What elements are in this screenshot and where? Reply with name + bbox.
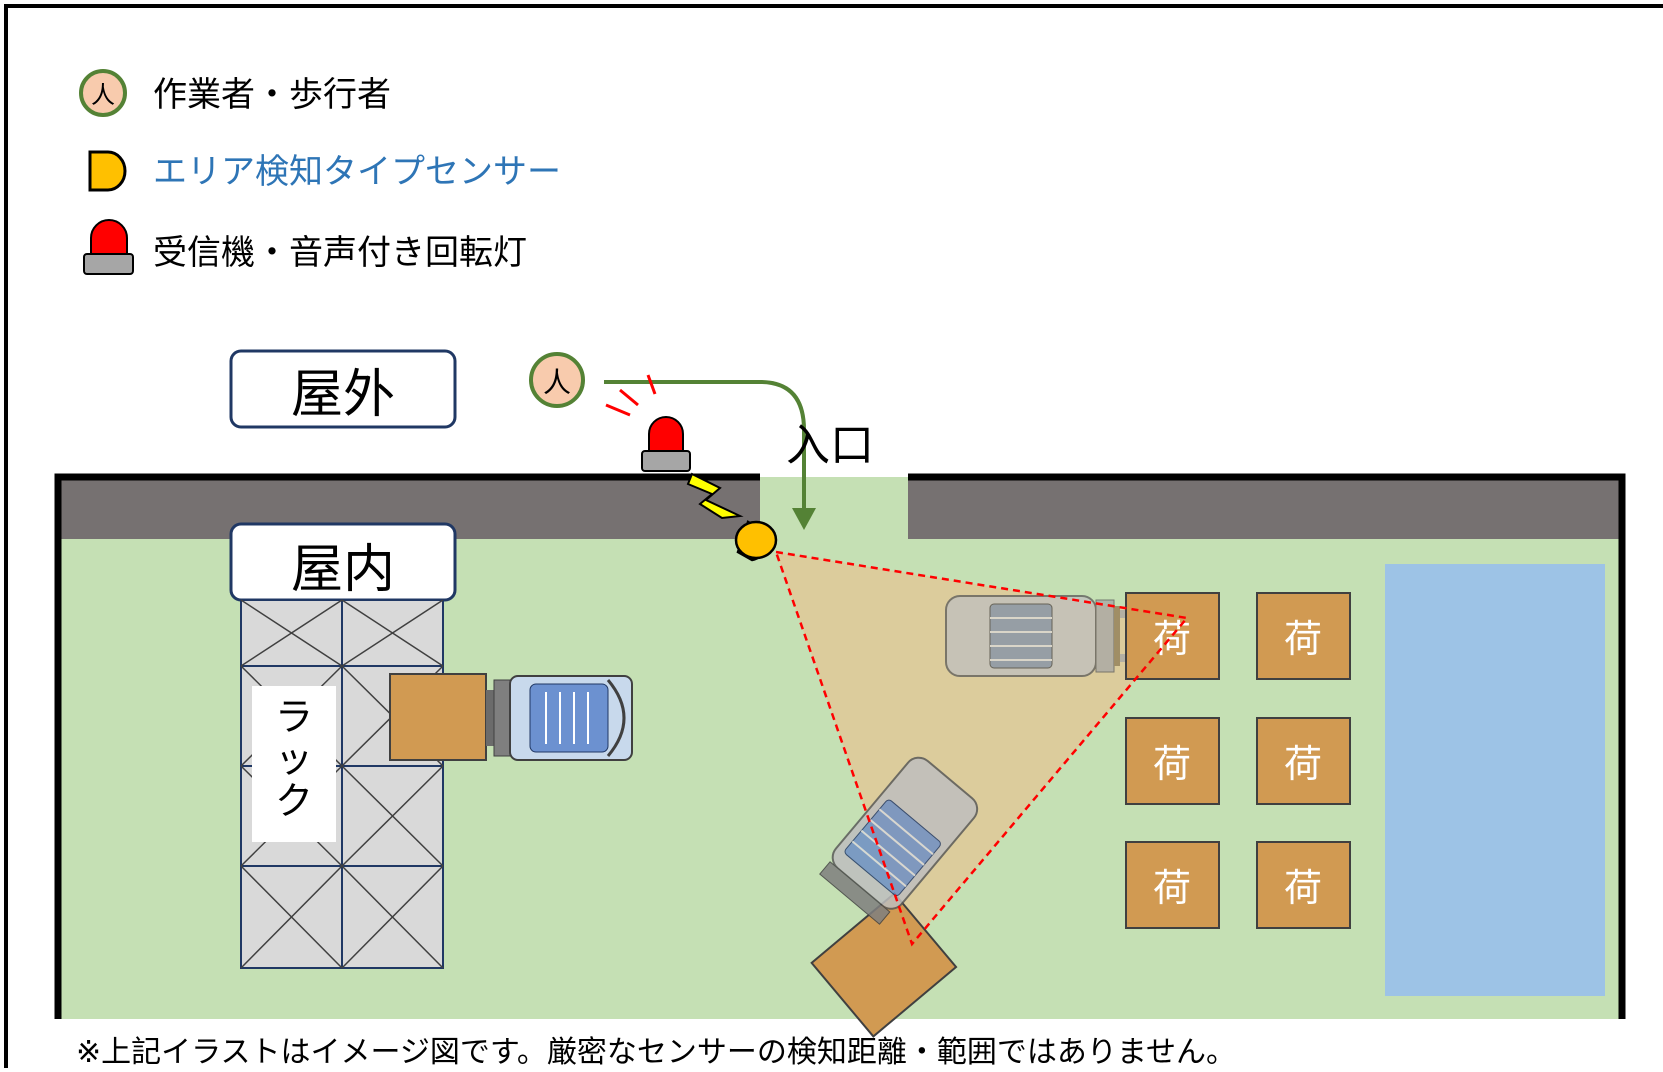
rack: ラ ッ ク — [240, 599, 444, 969]
legend-person-icon: 人 — [79, 69, 127, 117]
rack-label-1: ラ — [275, 695, 313, 739]
legend-receiver-text: 受信機・音声付き回転灯 — [153, 233, 527, 273]
cargo-label-1: 荷 — [1153, 617, 1191, 661]
cargo-box-5 — [1125, 841, 1220, 929]
blue-zone — [1385, 564, 1605, 996]
cargo-box-3 — [1125, 717, 1220, 805]
cargo-label-4: 荷 — [1284, 742, 1322, 786]
rack-label-3: ク — [275, 779, 313, 823]
cargo-grid: 荷 荷 荷 荷 荷 荷 — [1125, 592, 1351, 929]
rack-label-box — [252, 686, 336, 842]
entrance-label: 入口 — [786, 420, 874, 471]
alarm-lamp-map — [605, 374, 691, 472]
walking-path — [604, 380, 816, 530]
cargo-label-5: 荷 — [1153, 866, 1191, 910]
indoor-label-box: 屋内 — [229, 522, 457, 602]
outdoor-label-box: 屋外 — [229, 349, 457, 429]
detection-area-outline — [774, 550, 1190, 947]
person-icon-map: 人 — [529, 352, 585, 408]
wall-right — [908, 477, 1622, 539]
forklift-bottom — [810, 756, 979, 1038]
cargo-box-6 — [1256, 841, 1351, 929]
footnote: ※上記イラストはイメージ図です。厳密なセンサーの検知距離・範囲ではありません。 — [76, 1035, 1236, 1068]
walking-path-arrowhead — [792, 508, 816, 530]
area-sensor-body — [734, 520, 778, 560]
forklift-left — [389, 673, 633, 761]
cargo-box-2 — [1256, 592, 1351, 680]
person-map-label: 人 — [543, 366, 571, 399]
legend: 人 作業者・歩行者 エリア検知タイプセンサー 受信機・音声付き回転灯 — [79, 69, 561, 275]
forklift-bottom-load — [810, 892, 958, 1038]
rack-label-2: ッ — [275, 737, 313, 781]
cargo-box-1 — [1125, 592, 1220, 680]
cargo-label-6: 荷 — [1284, 866, 1322, 910]
legend-lamp-icon — [83, 219, 134, 275]
outer-frame — [4, 4, 1663, 1072]
cargo-label-3: 荷 — [1153, 742, 1191, 786]
walking-path-line — [604, 380, 806, 510]
cargo-label-2: 荷 — [1284, 617, 1322, 661]
alarm-flash-lines — [605, 374, 657, 417]
indoor-label: 屋内 — [291, 540, 395, 600]
wireless-signal-icon — [686, 472, 744, 520]
entrance-opening — [760, 477, 908, 539]
building-outline-left — [54, 473, 760, 1019]
legend-person-icon-label: 人 — [91, 81, 115, 109]
forklift-left-load — [389, 673, 487, 761]
legend-person-text: 作業者・歩行者 — [153, 75, 391, 115]
cargo-box-4 — [1256, 717, 1351, 805]
legend-sensor-text: エリア検知タイプセンサー — [153, 152, 561, 192]
outdoor-label: 屋外 — [291, 365, 395, 425]
building-outline-right — [908, 473, 1626, 1019]
legend-sensor-icon — [88, 150, 127, 192]
